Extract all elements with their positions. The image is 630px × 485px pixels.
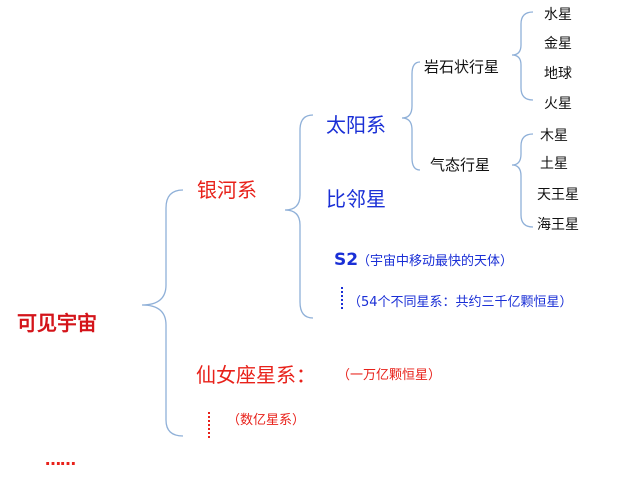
vertical-ellipsis-milky-way [341, 287, 344, 311]
andromeda-note: （一万亿颗恒星） [337, 368, 442, 383]
s2-label: S2 [334, 250, 359, 270]
horizontal-ellipsis: …… [45, 450, 76, 469]
s2-note: （宇宙中移动最快的天体） [357, 254, 514, 269]
planet-saturn: 土星 [540, 156, 568, 172]
andromeda-label: 仙女座星系： [196, 363, 316, 387]
billions-galaxies-note: （数亿星系） [227, 413, 306, 428]
planet-venus: 金星 [544, 36, 572, 52]
planet-neptune: 海王星 [537, 217, 579, 233]
planet-earth: 地球 [544, 66, 572, 82]
bracket-gas-planets [511, 133, 534, 228]
bracket-rocky-planets [511, 11, 534, 101]
proxima-label: 比邻星 [326, 187, 386, 211]
planet-jupiter: 木星 [540, 128, 568, 144]
rocky-planets-label: 岩石状行星 [424, 58, 500, 76]
bracket-solar-system [401, 61, 421, 171]
milky-way-label: 银河系 [197, 178, 257, 202]
planet-uranus: 天王星 [537, 187, 579, 203]
planet-mars: 火星 [544, 96, 572, 112]
vertical-ellipsis-galaxies [208, 412, 211, 440]
gas-planets-label: 气态行星 [430, 156, 491, 174]
other-galaxies-note: （54个不同星系：共约三千亿颗恒星） [348, 295, 573, 310]
planet-mercury: 水星 [544, 7, 572, 23]
bracket-milky-way [284, 114, 314, 319]
solar-system-label: 太阳系 [326, 113, 386, 137]
bracket-root [141, 189, 184, 437]
root-visible-universe: 可见宇宙 [17, 311, 97, 335]
